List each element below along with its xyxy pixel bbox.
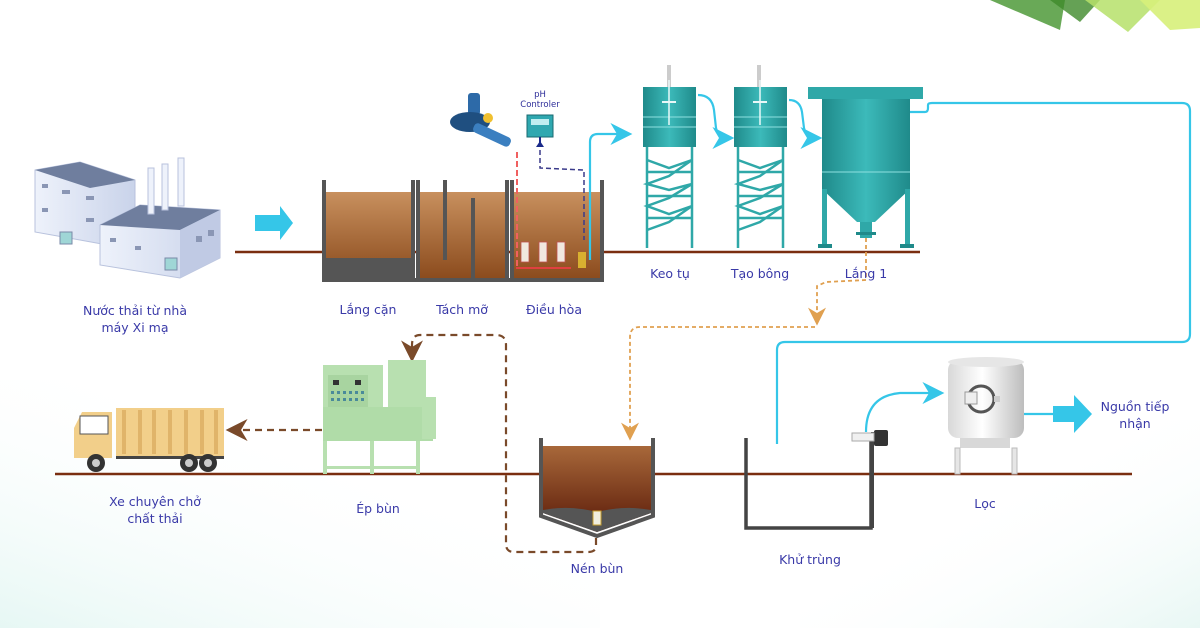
label-sludge-press: Ép bùn [356, 501, 400, 516]
label-disinfection: Khử trùng [779, 552, 841, 567]
label-sludge-thickener: Nén bùn [570, 561, 624, 576]
inlet-arrow-icon [255, 206, 293, 240]
grease-trap-tank [417, 180, 507, 280]
sludge-press-machine [323, 360, 436, 474]
label-filtration: Lọc [974, 496, 996, 511]
waste-truck-icon [74, 408, 224, 472]
flocculation-reactor [733, 65, 787, 248]
flow-settling-to-thickener-2 [621, 326, 815, 441]
label-source: Nước thải từ nhà máy Xi mạ [83, 303, 187, 335]
ph-signal-line [539, 150, 585, 240]
sludge-thickener-tank [539, 438, 655, 539]
factory-icon [34, 157, 221, 279]
label-receiving-source: Nguồn tiếp nhận [1100, 399, 1170, 431]
label-grease-trap: Tách mỡ [436, 302, 488, 317]
flow-coagulation-to-flocculation [697, 93, 735, 149]
ph-controller-icon [526, 114, 554, 147]
outlet-pump-icon [851, 430, 888, 528]
coagulation-reactor [642, 65, 696, 248]
settling-1-clarifier [808, 87, 923, 248]
settling-grit-tank [325, 192, 413, 280]
equalization-tank [511, 192, 601, 280]
submersible-pump-icon [578, 252, 586, 268]
flow-disinfection-to-filter [864, 382, 945, 433]
flow-equalization-to-coagulation [588, 123, 633, 260]
label-waste-truck: Xe chuyên chở chất thải [109, 494, 201, 526]
corner-decoration [990, 0, 1200, 32]
tank-walls [322, 180, 604, 282]
pressure-filter-tank [948, 357, 1024, 475]
label-equalization: Điều hòa [526, 302, 582, 317]
flow-flocculation-to-settling [788, 98, 823, 149]
label-ph-controller: pH Controler [520, 90, 560, 110]
air-blower-icon [450, 93, 511, 147]
flow-settling-to-disinfection [775, 101, 1192, 444]
outlet-arrow-icon [1053, 395, 1092, 433]
diffuser-icon [520, 241, 566, 263]
flow-thickener-to-press [401, 333, 598, 554]
label-flocculation: Tạo bông [730, 266, 790, 281]
background-wash-right [800, 420, 1200, 628]
label-settling-1: Lắng 1 [844, 266, 888, 281]
label-settling-grit: Lắng cặn [339, 302, 397, 317]
label-coagulation: Keo tụ [650, 266, 690, 281]
flow-settling-to-thickener [808, 238, 867, 326]
